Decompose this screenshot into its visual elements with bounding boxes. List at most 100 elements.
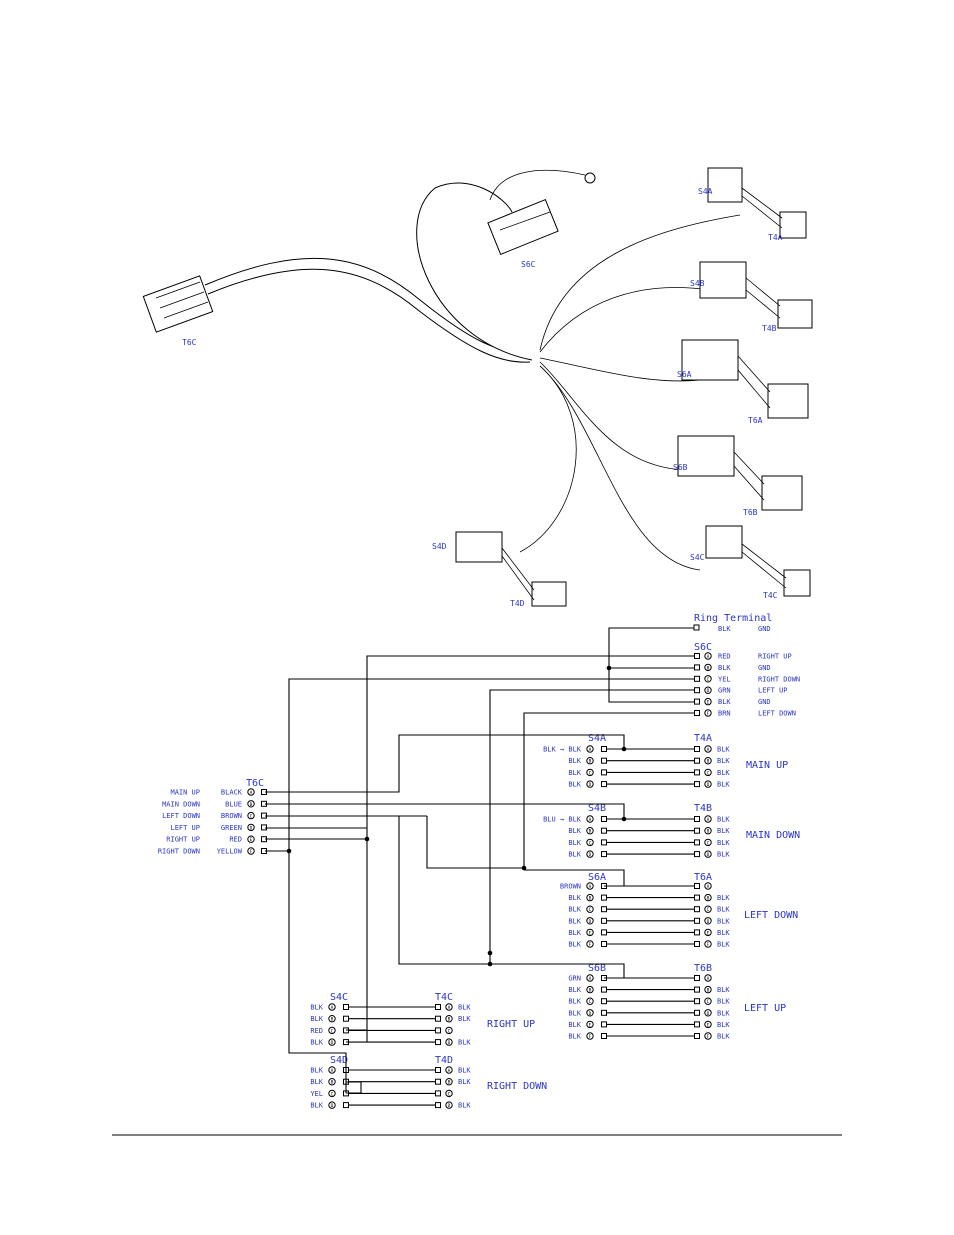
t6c-pin bbox=[247, 811, 255, 820]
pair-right-pin bbox=[445, 1026, 453, 1035]
branch-s4b bbox=[539, 287, 711, 353]
pair-left-pin-letter: C bbox=[589, 999, 592, 1005]
t6c-wire-color: BROWN bbox=[221, 812, 242, 820]
harness-illustration: T6C S6C S4A T4A S4B T4B S6A T6A S6B T6B … bbox=[142, 167, 813, 608]
t6c-title: T6C bbox=[246, 778, 264, 789]
pair-right-pin-letter: D bbox=[448, 1103, 451, 1109]
t6c-wire-color: GREEN bbox=[221, 824, 242, 832]
pair-right-pin bbox=[704, 780, 712, 788]
t6c-function: LEFT UP bbox=[170, 824, 200, 832]
pair-left-square bbox=[601, 998, 607, 1005]
pair-left-pin-letter: C bbox=[331, 1091, 334, 1097]
pair-left-pin-letter: E bbox=[589, 930, 592, 936]
s6c-wire-color: GRN bbox=[718, 687, 731, 695]
pair-function: RIGHT UP bbox=[487, 1019, 535, 1030]
pair-right-pin-letter: A bbox=[707, 976, 710, 982]
pair-left-pin bbox=[328, 1089, 336, 1098]
s6c-pin bbox=[704, 675, 712, 683]
pair-right-wire: BLK bbox=[458, 1039, 471, 1047]
pair-left-pin bbox=[586, 917, 594, 925]
pair-left-pin-letter: C bbox=[589, 840, 592, 846]
pair-left-wire: BLK bbox=[310, 1067, 323, 1075]
label-t4c: T4C bbox=[763, 591, 778, 600]
pair-right-pin bbox=[445, 1078, 453, 1086]
pair-left-pin-letter: B bbox=[331, 1080, 334, 1086]
pair-right-pin bbox=[704, 997, 712, 1005]
pair-left-pin-letter: F bbox=[589, 1034, 592, 1040]
pair-right-pin-letter: A bbox=[707, 884, 710, 890]
pair-left-square bbox=[601, 986, 607, 993]
pair-right-title: T6B bbox=[694, 963, 712, 974]
t6c-pin-letter: B bbox=[250, 802, 253, 808]
pair-left-pin-letter: C bbox=[589, 907, 592, 913]
pair-left-pin-letter: B bbox=[589, 988, 592, 994]
pair-left-wire: BLK bbox=[568, 941, 581, 949]
pair-left-title: S4A bbox=[588, 733, 606, 744]
pair-left-wire: BLK bbox=[310, 1004, 323, 1012]
pair-right-pin bbox=[704, 745, 712, 753]
pair-left-pin bbox=[586, 1020, 594, 1029]
pair-right-pin bbox=[704, 850, 712, 858]
pair-right-square bbox=[694, 883, 700, 889]
pair-right-pin-letter: C bbox=[707, 907, 710, 913]
pair-left-pin bbox=[586, 997, 594, 1005]
ring-terminal bbox=[584, 172, 596, 184]
pair-right-square bbox=[435, 1004, 441, 1010]
pair-left-pin bbox=[586, 757, 594, 765]
pair-right-wire: BLK bbox=[717, 839, 730, 847]
pair-left-wire: BLK bbox=[568, 917, 581, 925]
t6c-pin-letter: D bbox=[250, 825, 253, 831]
pair-right-wire: BLK bbox=[717, 941, 730, 949]
pair-left-wire: BLK bbox=[568, 851, 581, 859]
pair-left-pin-letter: B bbox=[589, 829, 592, 835]
pair-left-pin bbox=[328, 1015, 336, 1023]
pair-left-pin bbox=[586, 928, 594, 937]
s6c-function: LEFT UP bbox=[758, 687, 788, 695]
pair-left-square bbox=[601, 827, 607, 834]
pair-left-wire: YEL bbox=[310, 1090, 323, 1098]
pair-function: MAIN DOWN bbox=[746, 830, 800, 841]
t6c-connector bbox=[142, 275, 214, 333]
pair-function: LEFT DOWN bbox=[744, 910, 798, 921]
pair-left-wire: BLK bbox=[568, 839, 581, 847]
pair-left-wire: BLK bbox=[568, 827, 581, 835]
pair-left-title: S4C bbox=[330, 992, 348, 1003]
pair-right-square bbox=[694, 906, 700, 913]
t6c-function: MAIN DOWN bbox=[162, 800, 200, 808]
label-t6b: T6B bbox=[743, 508, 758, 517]
pair-right-pin bbox=[704, 1020, 712, 1029]
pair-right-pin-letter: B bbox=[707, 829, 710, 835]
pair-left-wire: BLU → BLK bbox=[543, 816, 582, 824]
s6c-pin-square bbox=[694, 675, 700, 682]
t6c-wire-color: BLACK bbox=[221, 789, 243, 797]
pair-left-pin bbox=[586, 985, 594, 994]
pair-right-square bbox=[435, 1102, 441, 1109]
pair-left-title: S4D bbox=[330, 1055, 348, 1066]
branch-s4d bbox=[519, 365, 577, 553]
pair-right-pin bbox=[445, 1066, 453, 1074]
pair-right-title: T4B bbox=[694, 803, 712, 814]
pair-left-square bbox=[601, 1033, 607, 1039]
pair-right-pin-letter: C bbox=[707, 840, 710, 846]
pair-left-wire: BLK bbox=[568, 781, 581, 789]
pair-right-wire: BLK bbox=[717, 998, 730, 1006]
pair-left-wire: BLK bbox=[568, 894, 581, 902]
pair-right-pin bbox=[445, 1089, 453, 1098]
pair-left-pin bbox=[328, 1101, 336, 1109]
s6c-pin bbox=[704, 709, 712, 717]
pair-left-wire: BLK bbox=[310, 1039, 323, 1047]
label-t6c: T6C bbox=[182, 338, 197, 347]
pair-left-wire: BLK bbox=[568, 757, 581, 765]
t6c-pin bbox=[247, 788, 255, 796]
pair-left-pin bbox=[586, 827, 594, 835]
pair-left-wire: BLK bbox=[568, 1009, 581, 1017]
pair-left-wire: BLK bbox=[568, 769, 581, 777]
pair-right-pin-letter: D bbox=[707, 852, 710, 858]
pair-left-square bbox=[601, 769, 607, 776]
pair-right-pin bbox=[445, 1003, 453, 1011]
pair-left-square bbox=[601, 1009, 607, 1016]
pair-right-pin bbox=[704, 757, 712, 765]
pair-right-title: T6A bbox=[694, 872, 712, 883]
